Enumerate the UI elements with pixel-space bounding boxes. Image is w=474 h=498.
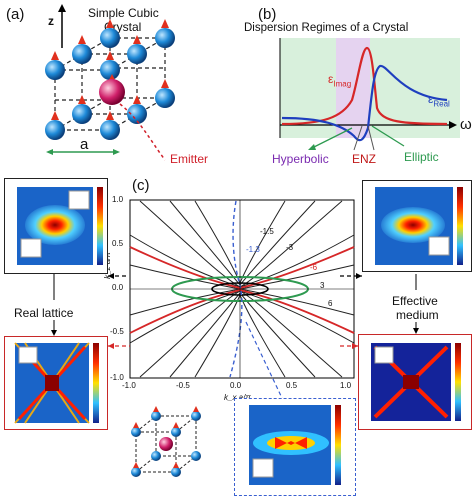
y-tick-5: -1.0 — [110, 373, 124, 382]
effective-label-2: medium — [396, 308, 439, 322]
elliptic-label: Elliptic — [404, 150, 439, 164]
eps-real-label: εReal — [428, 92, 450, 109]
panel-a-label: (a) — [6, 6, 25, 23]
map-bottom-right — [358, 334, 472, 430]
map-top-left — [4, 178, 108, 274]
panel-c: (c) -1.3 -1.5 -3 -6 3 — [103, 175, 360, 410]
panel-b-label: (b) — [258, 6, 277, 23]
effective-label-1: Effective — [392, 294, 438, 308]
dispersion-plot — [279, 38, 460, 151]
contour-label-3: -3 — [286, 243, 294, 252]
x-tick-4: 0.5 — [286, 381, 298, 390]
y-tick-1: 1.0 — [112, 195, 124, 204]
x-tick-1: -1.0 — [122, 381, 136, 390]
contour-label-6: 6 — [328, 299, 333, 308]
lattice-atoms — [45, 28, 175, 140]
emitter-label: Emitter — [170, 152, 209, 166]
hyperbolic-label: Hyperbolic — [272, 152, 329, 166]
map-bottom-center — [234, 398, 356, 496]
map-top-right — [362, 180, 472, 272]
lattice-constant-label: a — [80, 136, 89, 153]
small-lattice-diagram — [131, 406, 201, 477]
heatmap-bottom-left — [14, 342, 99, 424]
panel-b: (b) Dispersion Regimes of a Crystal εIma… — [242, 0, 474, 170]
cubic-lattice-diagram — [45, 4, 175, 161]
y-tick-3: 0.0 — [112, 283, 124, 292]
omega-label: ω — [460, 116, 472, 133]
map-bottom-left — [4, 336, 108, 430]
emitter-atom — [99, 79, 125, 105]
x-tick-3: 0.0 — [230, 381, 242, 390]
contour-label-5: 3 — [320, 281, 325, 290]
contour-label-2: -1.5 — [260, 227, 274, 236]
x-axis-label: k_x a/π — [224, 393, 251, 402]
eps-imag-label: εImag — [328, 72, 352, 89]
heatmap-top-left — [17, 187, 103, 265]
x-tick-5: 1.0 — [340, 381, 352, 390]
heatmap-bottom-right — [371, 343, 461, 421]
real-lattice-label: Real lattice — [14, 306, 74, 320]
y-tick-2: 0.5 — [112, 239, 124, 248]
x-tick-2: -0.5 — [176, 381, 190, 390]
heatmap-bottom-center — [249, 405, 341, 485]
enz-label: ENZ — [352, 152, 376, 166]
crystal-title-line1: Simple Cubic — [88, 6, 159, 20]
contour-label-4: -6 — [310, 263, 318, 272]
heatmap-top-right — [375, 187, 463, 265]
y-tick-4: -0.5 — [110, 327, 124, 336]
iso-frequency-contours — [129, 199, 355, 379]
contour-label-1: -1.3 — [246, 245, 260, 254]
z-axis-label: z — [48, 14, 54, 28]
dispersion-title: Dispersion Regimes of a Crystal — [244, 22, 409, 34]
panel-a: (a) Simple Cubic Crystal z — [0, 0, 240, 168]
panel-c-label: (c) — [132, 177, 150, 194]
